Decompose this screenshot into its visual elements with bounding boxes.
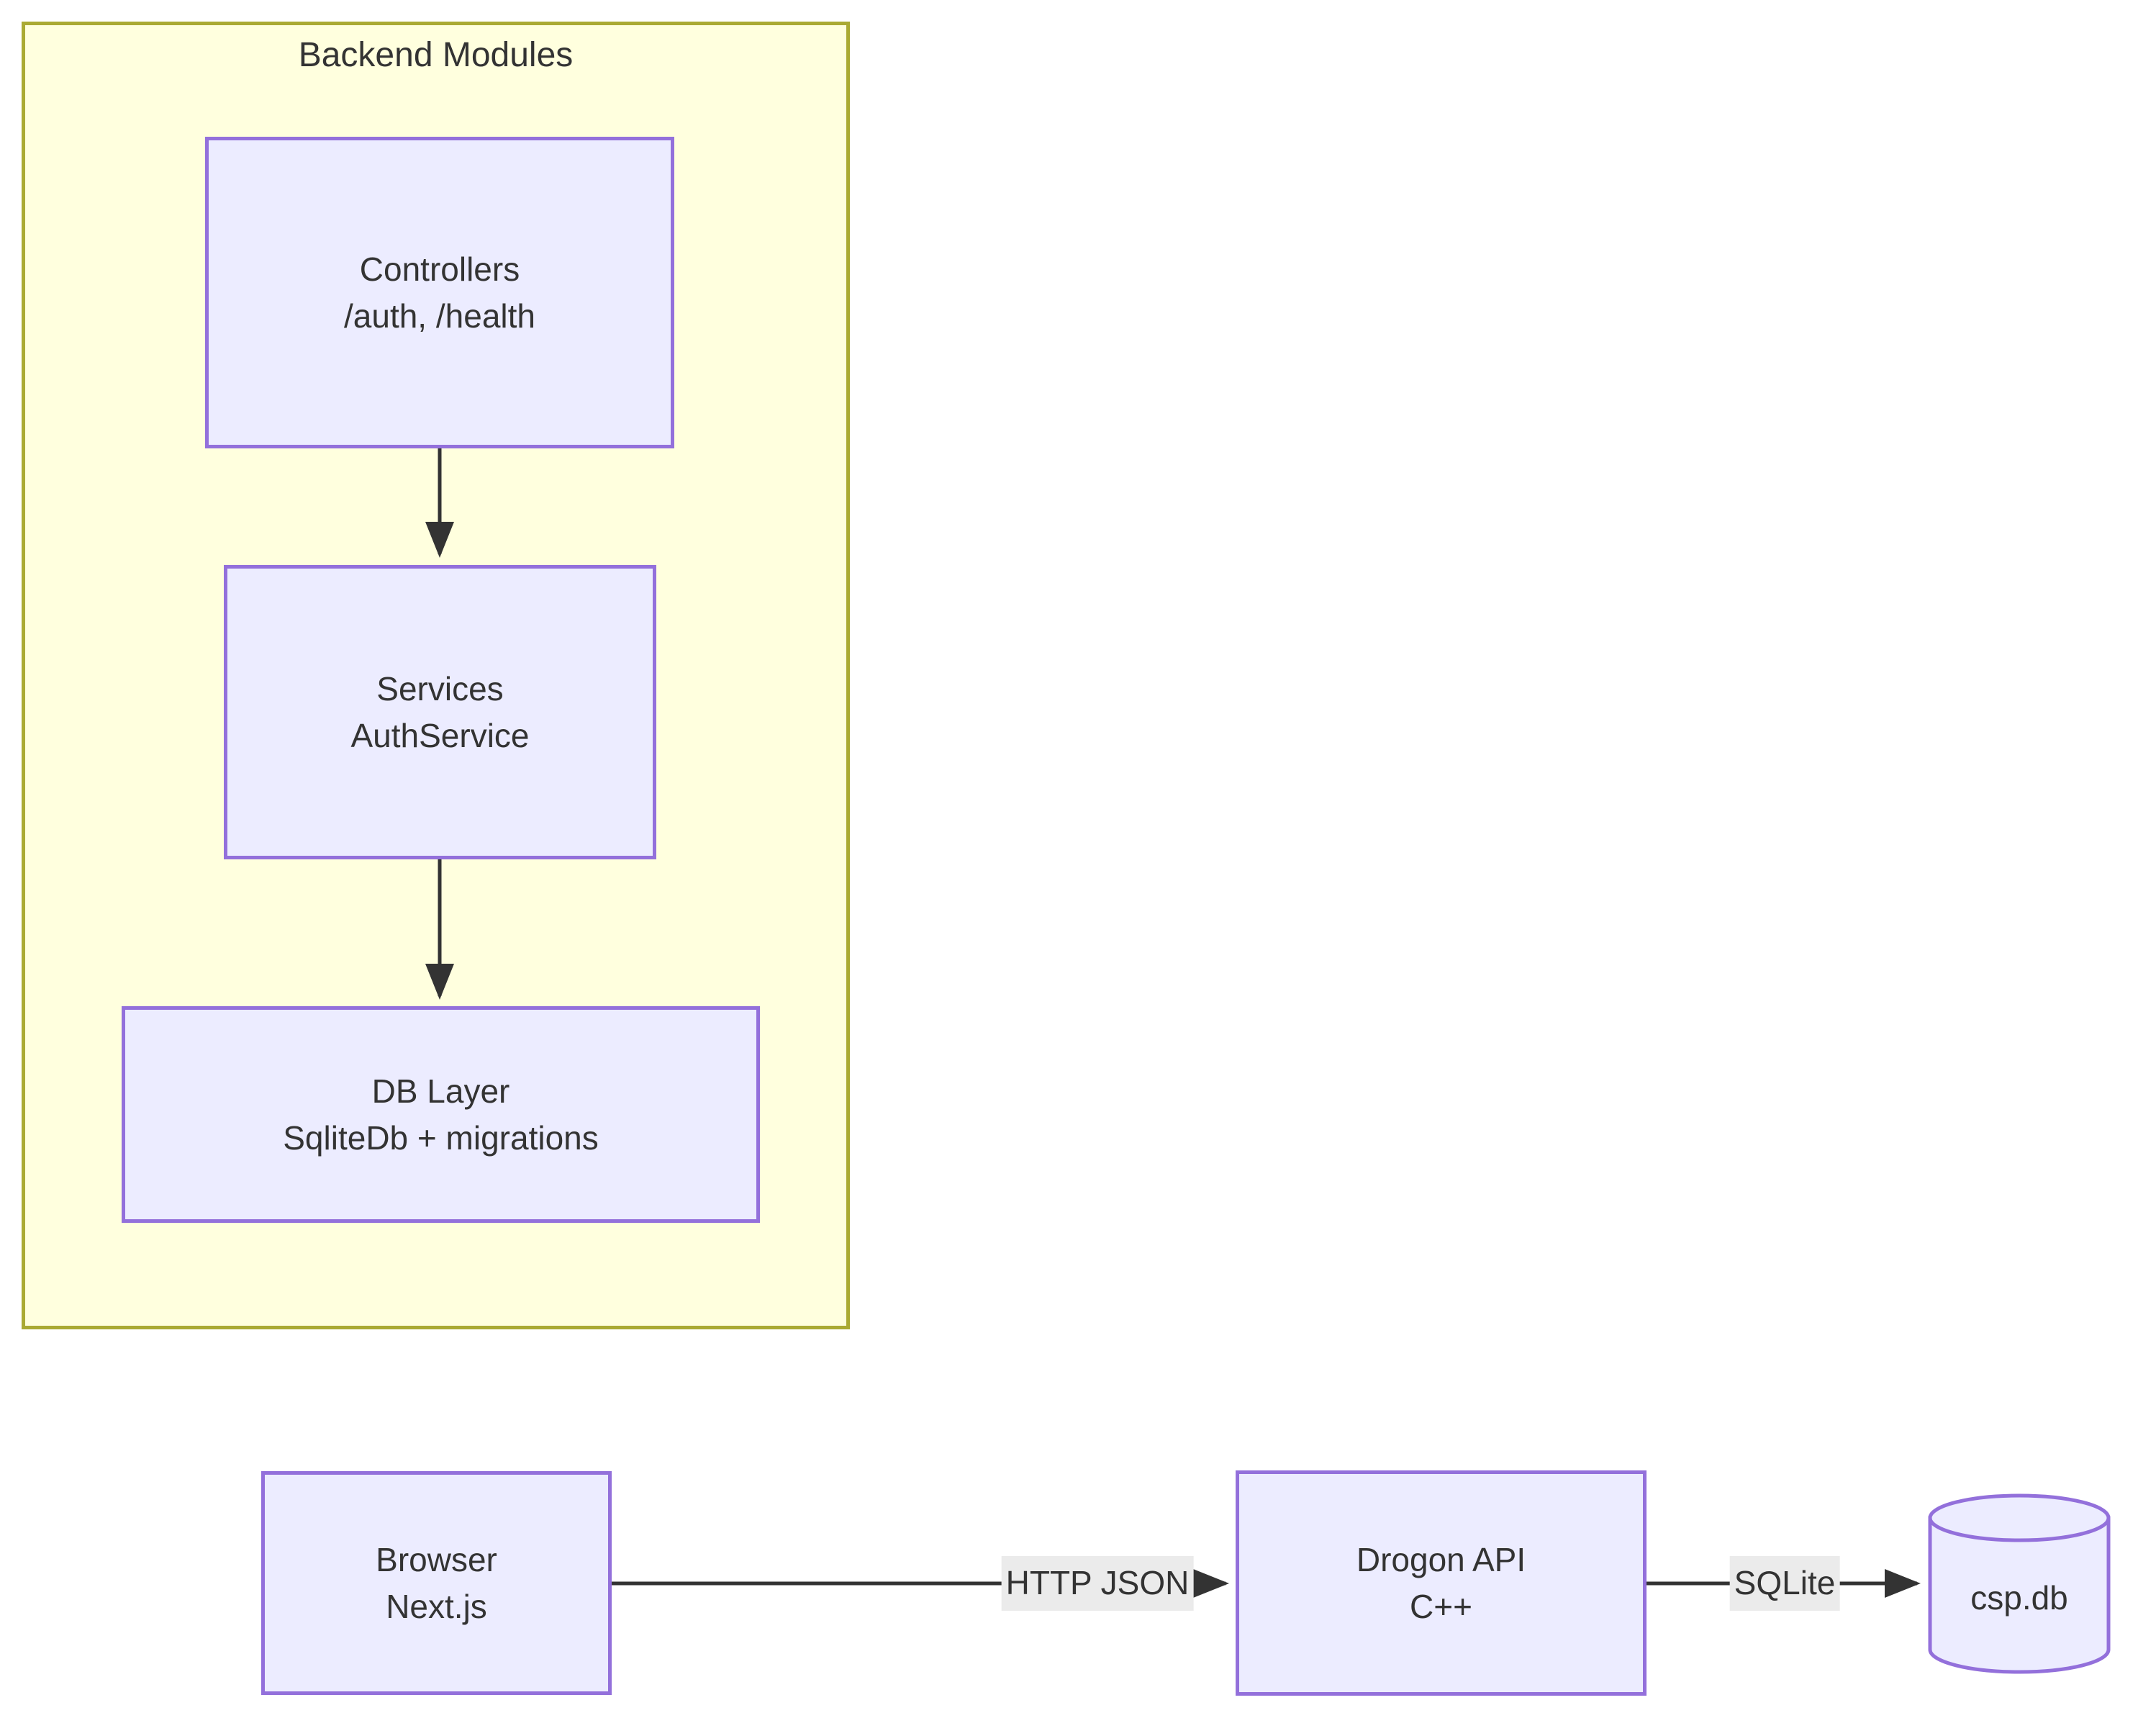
node-controllers-line1: Controllers [359, 250, 520, 288]
node-services-line1: Services [376, 669, 504, 707]
node-drogon-api-line2: C++ [1410, 1587, 1472, 1625]
node-browser-line2: Next.js [386, 1587, 487, 1625]
node-controllers-line2: /auth, /health [344, 297, 535, 335]
cluster-title: Backend Modules [298, 36, 574, 74]
node-controllers[interactable]: Controllers /auth, /health [205, 137, 674, 448]
node-db-layer-line2: SqliteDb + migrations [283, 1118, 599, 1157]
edge-label-http-json: HTTP JSON [1001, 1556, 1194, 1611]
node-services-line2: AuthService [350, 716, 530, 754]
node-csp-db-label: csp.db [1970, 1578, 2068, 1617]
node-drogon-api[interactable]: Drogon API C++ [1236, 1470, 1647, 1696]
node-csp-db[interactable]: csp.db [1926, 1492, 2112, 1676]
edge-label-sqlite: SQLite [1729, 1556, 1840, 1611]
node-drogon-api-line1: Drogon API [1356, 1540, 1526, 1578]
node-browser-line1: Browser [376, 1540, 497, 1578]
node-db-layer[interactable]: DB Layer SqliteDb + migrations [122, 1006, 760, 1223]
node-db-layer-line1: DB Layer [371, 1072, 510, 1110]
database-cylinder-icon [1928, 1493, 2111, 1674]
node-browser[interactable]: Browser Next.js [261, 1471, 612, 1695]
node-services[interactable]: Services AuthService [224, 565, 656, 859]
